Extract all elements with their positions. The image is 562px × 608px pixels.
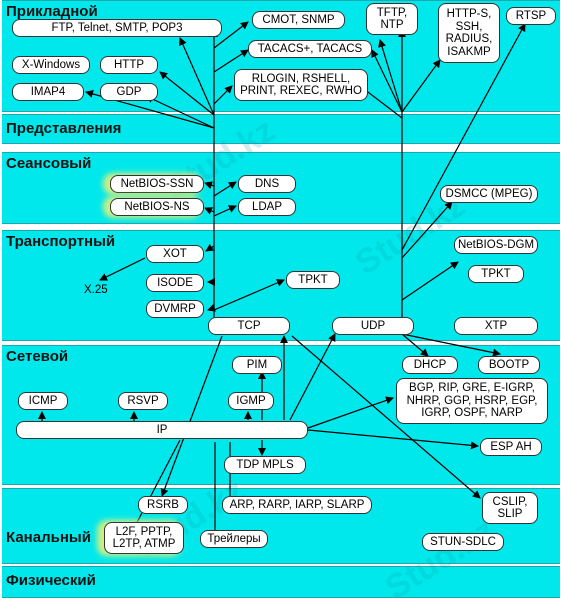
protocol-xwindows: X-Windows	[12, 56, 90, 74]
protocol-dsmcc: DSMCC (MPEG)	[440, 185, 538, 203]
layer-physical-band: Физический	[2, 566, 560, 598]
layer-datalink-title: Канальный	[6, 529, 91, 546]
protocol-l2f: L2F, PPTP, L2TP, ATMP	[104, 522, 184, 554]
protocol-tpkt-2: TPKT	[468, 265, 524, 283]
layer-transport-title: Транспортный	[6, 233, 116, 250]
layer-network-title: Сетевой	[6, 348, 69, 365]
protocol-stun: STUN-SDLC	[422, 533, 504, 551]
protocol-tpkt-1: TPKT	[286, 271, 340, 289]
protocol-trailers: Трейлеры	[200, 530, 268, 548]
protocol-udp: UDP	[332, 317, 414, 335]
layer-datalink-band: Канальный	[2, 488, 560, 564]
protocol-netbios-ssn: NetBIOS-SSN	[110, 175, 204, 193]
protocol-xtp: XTP	[454, 317, 538, 335]
protocol-rsrb: RSRB	[138, 496, 188, 514]
protocol-tdp: TDP MPLS	[224, 456, 306, 474]
protocol-icmp: ICMP	[18, 392, 68, 410]
protocol-imap4: IMAP4	[12, 83, 84, 101]
protocol-rlogin: RLOGIN, RSHELL, PRINT, REXEC, RWHO	[234, 69, 368, 101]
protocol-rtsp: RTSP	[506, 7, 556, 25]
protocol-cslip: CSLIP, SLIP	[482, 492, 538, 524]
protocol-netbios-ns: NetBIOS-NS	[110, 198, 204, 216]
layer-presentation-title: Представления	[6, 120, 122, 137]
protocol-http: HTTP	[100, 56, 158, 74]
protocol-esp: ESP AH	[480, 438, 542, 456]
protocol-gdp: GDP	[100, 83, 158, 101]
layer-session-title: Сеансовый	[6, 155, 92, 172]
protocol-bgp: BGP, RIP, GRE, E-IGRP, NHRP, GGP, HSRP, …	[396, 378, 548, 424]
layer-application-title: Прикладной	[6, 3, 98, 20]
protocol-isode: ISODE	[146, 274, 204, 292]
protocol-netbios-dgm: NetBIOS-DGM	[454, 236, 538, 254]
protocol-tcp: TCP	[208, 317, 290, 335]
protocol-ftp: FTP, Telnet, SMTP, POP3	[12, 19, 222, 37]
protocol-ldap: LDAP	[238, 198, 296, 216]
layer-physical-title: Физический	[6, 572, 96, 589]
protocol-tacacs: TACACS+, TACACS	[248, 40, 372, 58]
protocol-dhcp: DHCP	[402, 356, 458, 374]
protocol-pim: PIM	[232, 356, 282, 374]
protocol-dvmrp: DVMRP	[146, 300, 204, 318]
layer-presentation-band: Представления	[2, 114, 560, 144]
protocol-dns: DNS	[238, 175, 296, 193]
protocol-bootp: BOOTP	[478, 356, 540, 374]
protocol-ip: IP	[16, 421, 308, 439]
protocol-igmp: IGMP	[228, 392, 274, 410]
protocol-cmot: CMOT, SNMP	[252, 11, 345, 29]
protocol-arp: ARP, RARP, IARP, SLARP	[222, 496, 372, 514]
protocol-xot: XOT	[146, 245, 204, 263]
protocol-tftp: TFTP, NTP	[366, 3, 418, 35]
protocol-https: HTTP-S, SSH, RADIUS, ISAKMP	[438, 3, 500, 63]
protocol-x25: X.25	[84, 284, 108, 296]
protocol-rsvp: RSVP	[118, 392, 168, 410]
